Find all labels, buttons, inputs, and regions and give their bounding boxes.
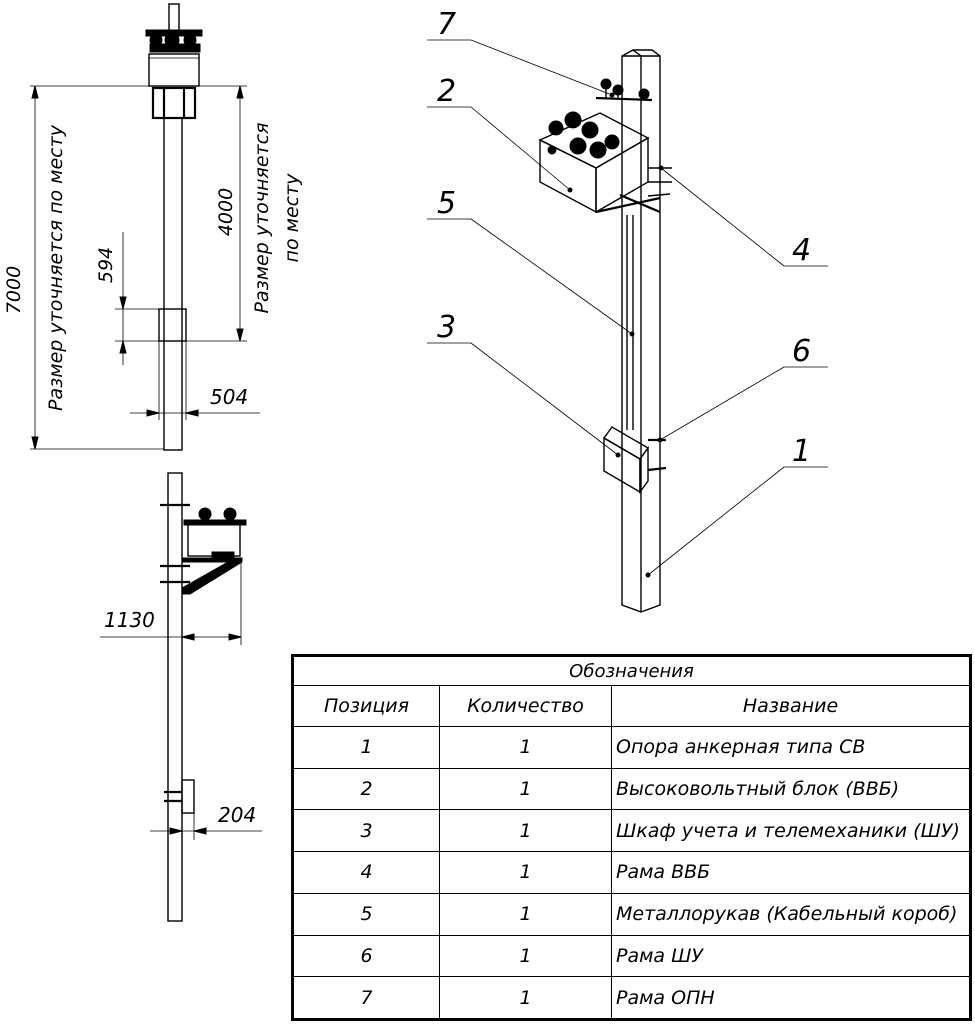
legend-header-quantity: Количество (439, 685, 612, 727)
table-row: 1 1 Опора анкерная типа СВ (293, 726, 970, 769)
dim-1130-label: 1130 (104, 608, 155, 632)
dim-204-label: 204 (218, 803, 256, 827)
row-position: 2 (293, 767, 440, 811)
row-name: Рама ШУ (611, 934, 970, 978)
dim-504-label: 504 (210, 385, 248, 409)
row-quantity: 1 (439, 809, 612, 853)
side-hv-block (187, 521, 241, 557)
callout-6: 6 (659, 334, 828, 441)
row-name: Шкаф учета и телемеханики (ШУ) (611, 809, 970, 853)
legend-caption: Обозначения (293, 656, 970, 686)
iso-opn-frame (595, 78, 653, 102)
callout-7: 7 (427, 7, 613, 96)
callout-2: 2 (427, 74, 571, 191)
row-quantity: 1 (439, 767, 612, 811)
row-quantity: 1 (439, 976, 612, 1019)
row-name: Рама ВВБ (611, 851, 970, 894)
legend-table: Обозначения Позиция Количество Название … (291, 654, 972, 1021)
row-quantity: 1 (439, 934, 612, 978)
row-quantity: 1 (439, 726, 612, 769)
dim-4000-note-2: по месту (281, 173, 303, 263)
svg-text:5: 5 (437, 186, 456, 221)
table-row: 7 1 Рама ОПН (293, 976, 970, 1019)
table-row: 3 1 Шкаф учета и телемеханики (ШУ) (293, 809, 970, 853)
svg-text:4: 4 (792, 233, 811, 268)
dim-7000-label: 7000 (3, 266, 25, 314)
dim-594-label: 594 (95, 247, 117, 283)
side-bracket (181, 557, 243, 595)
table-row: 2 1 Высоковольтный блок (ВВБ) (293, 767, 970, 811)
callout-4: 4 (660, 167, 828, 268)
svg-text:1: 1 (792, 434, 811, 469)
row-quantity: 1 (439, 851, 612, 894)
row-position: 3 (293, 809, 440, 853)
svg-text:7: 7 (437, 7, 456, 42)
legend-header-name: Название (611, 685, 970, 727)
row-position: 7 (293, 976, 440, 1019)
row-position: 4 (293, 851, 440, 894)
row-position: 1 (293, 726, 440, 769)
side-cabinet (181, 779, 195, 814)
row-name: Высоковольтный блок (ВВБ) (611, 767, 970, 811)
svg-text:6: 6 (792, 334, 811, 369)
callout-1: 1 (647, 434, 828, 576)
iso-cabinet (602, 426, 650, 495)
row-position: 6 (293, 934, 440, 978)
side-view: 1130 204 (100, 472, 262, 922)
isometric-view: 7 2 5 3 4 6 1 (427, 7, 828, 613)
legend-header-position: Позиция (293, 685, 440, 727)
table-row: 4 1 Рама ВВБ (293, 851, 970, 894)
front-insulators (145, 29, 203, 53)
row-quantity: 1 (439, 892, 612, 936)
callout-5: 5 (427, 186, 633, 335)
iso-hv-block (538, 111, 650, 214)
dim-4000-label: 4000 (215, 188, 237, 236)
dim-4000-note-1: Размер уточняется (251, 123, 273, 314)
dim-7000-note: Размер уточняется по месту (45, 124, 67, 411)
table-row: 6 1 Рама ШУ (293, 934, 970, 978)
row-name: Металлорукав (Кабельный короб) (611, 892, 970, 936)
row-name: Рама ОПН (611, 976, 970, 1019)
table-row: 5 1 Металлорукав (Кабельный короб) (293, 892, 970, 936)
callout-3: 3 (427, 310, 619, 456)
front-cabinet (158, 308, 187, 342)
row-name: Опора анкерная типа СВ (611, 726, 970, 769)
svg-text:2: 2 (437, 74, 456, 109)
front-view: 7000 Размер уточняется по месту 594 4000… (3, 3, 303, 451)
row-position: 5 (293, 892, 440, 936)
svg-text:3: 3 (437, 310, 456, 345)
front-hv-block (148, 53, 200, 87)
